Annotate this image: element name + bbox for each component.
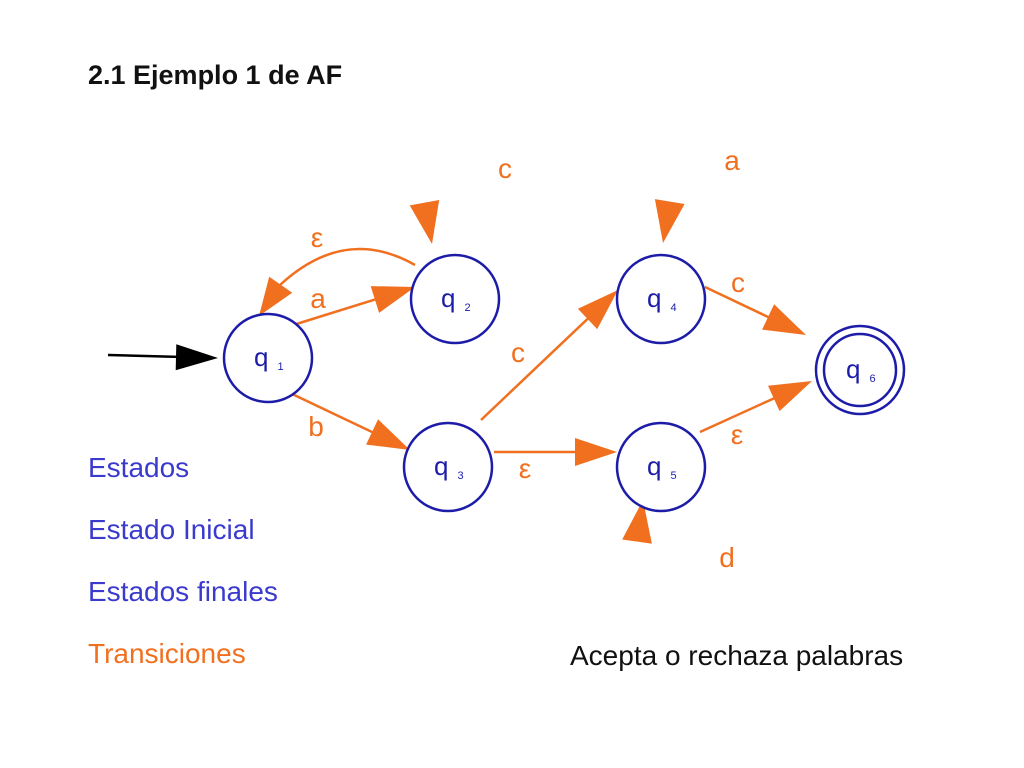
transition-q1-q3-label: b: [308, 411, 324, 442]
caption: Acepta o rechaza palabras: [570, 640, 904, 671]
transition-q3-q4-arrowhead: [577, 290, 618, 330]
self-loop-q2-label: c: [498, 153, 512, 184]
transition-q3-q5-label: ε: [519, 453, 531, 484]
legend-initial-state: Estado Inicial: [88, 514, 255, 545]
state-q1-circle: [222, 312, 314, 404]
transition-q2-q1-label: ε: [311, 222, 323, 253]
self-loop-q4-label: a: [724, 145, 740, 176]
transition-q1-q2-label: a: [310, 283, 326, 314]
legend-final-states: Estados finales: [88, 576, 278, 607]
state-q6-circle: [814, 324, 906, 416]
state-q4-circle: [615, 253, 707, 345]
transition-q2-q1-curve: [279, 247, 416, 286]
transition-q4-q6-arrowhead: [762, 304, 806, 335]
transition-q5-q6-arrowhead: [768, 381, 812, 412]
transition-q1-q2-line: [289, 297, 378, 328]
initial-arrow-head: [175, 344, 218, 371]
self-loop-q4-arrowhead: [654, 199, 685, 243]
transition-q2-q1-arrowhead: [259, 276, 293, 316]
transition-q5-q6-label: ε: [731, 419, 743, 450]
transition-q3-q4-label: c: [511, 337, 525, 368]
legend-transitions: Transiciones: [88, 638, 246, 669]
transition-q4-q6-line: [704, 285, 771, 319]
transition-q1-q3-line: [289, 391, 375, 434]
state-q2-circle: [409, 253, 501, 345]
slide-title: 2.1 Ejemplo 1 de AF: [88, 60, 343, 90]
state-q6-inner-circle: [822, 332, 898, 408]
state-q5-circle: [615, 421, 707, 513]
transition-q1-q2-arrowhead: [370, 286, 415, 313]
state-q3-circle: [402, 421, 494, 513]
legend-states: Estados: [88, 452, 190, 483]
initial-arrow-line: [107, 353, 183, 359]
self-loop-q2-arrowhead: [409, 200, 440, 244]
self-loop-q5-arrowhead: [622, 500, 652, 544]
transition-q4-q6-label: c: [731, 267, 745, 298]
self-loop-q5-label: d: [719, 542, 735, 573]
transition-q3-q4-line: [480, 316, 590, 421]
transition-q3-q5-arrowhead: [575, 438, 617, 466]
transition-q5-q6-line: [699, 396, 777, 434]
transition-q1-q3-arrowhead: [366, 419, 410, 450]
